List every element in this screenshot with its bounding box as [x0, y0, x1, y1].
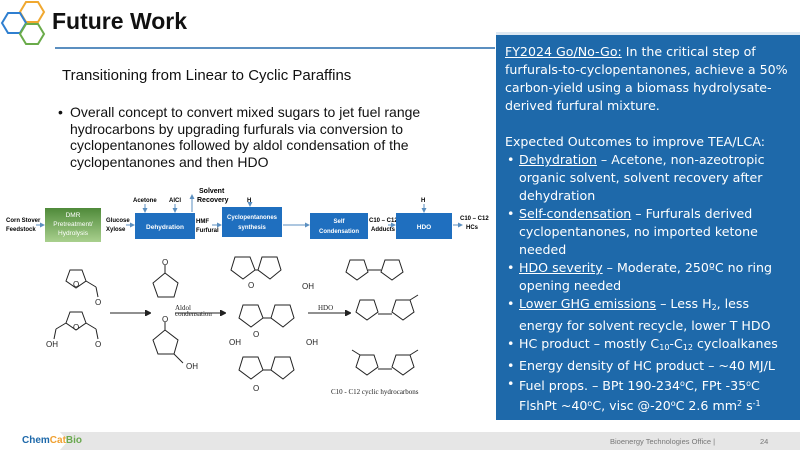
svg-text:OH: OH: [306, 338, 318, 347]
svg-text:Hydrolysis: Hydrolysis: [58, 230, 89, 237]
svg-text:O: O: [248, 281, 254, 290]
svg-text:Condensation: Condensation: [319, 229, 359, 235]
list-item: Fuel props. – BPt 190-234oC, FPt -35oC F…: [505, 375, 792, 415]
svg-text:Furfural: Furfural: [196, 228, 219, 234]
svg-text:condensation: condensation: [175, 310, 212, 318]
svg-text:Glucose: Glucose: [106, 218, 130, 224]
chemcatbio-logo: ChemCatBio: [22, 435, 83, 446]
svg-text:H: H: [247, 198, 251, 204]
svg-text:HMF: HMF: [196, 219, 209, 225]
go-no-go-panel: FY2024 Go/No-Go: In the critical step of…: [496, 32, 800, 420]
hdo-label: HDO: [318, 304, 333, 312]
svg-text:OH: OH: [46, 340, 58, 349]
hydrocarbons-caption: C10 - C12 cyclic hydrocarbons: [331, 388, 419, 396]
svg-text:Cyclopentanones: Cyclopentanones: [227, 215, 278, 221]
svg-text:C10 – C12: C10 – C12: [460, 216, 489, 222]
list-item: Dehydration – Acetone, non-azeotropic or…: [505, 151, 792, 205]
concept-text: Overall concept to convert mixed sugars …: [70, 104, 421, 170]
gonogo-label: FY2024 Go/No-Go:: [505, 44, 622, 59]
footer-bar: [0, 432, 800, 450]
page-title: Future Work: [52, 8, 188, 34]
svg-text:DMR: DMR: [66, 212, 81, 219]
svg-text:O: O: [73, 280, 79, 289]
list-item: Self-condensation – Furfurals derived cy…: [505, 205, 792, 259]
svg-text:Dehydration: Dehydration: [146, 224, 184, 231]
list-item: Energy density of HC product – ~40 MJ/L: [505, 357, 792, 375]
svg-text:Recovery: Recovery: [197, 197, 229, 204]
list-item: HC product – mostly C10-C12 cycloalkanes: [505, 335, 792, 357]
svg-text:O: O: [95, 298, 101, 307]
cyclopentanones-box: [222, 207, 282, 237]
subtitle: Transitioning from Linear to Cyclic Para…: [62, 67, 352, 84]
svg-text:O: O: [162, 258, 168, 267]
svg-text:O: O: [253, 384, 259, 393]
svg-text:O: O: [73, 323, 79, 332]
svg-text:Acetone: Acetone: [133, 198, 157, 204]
page-number: 24: [760, 437, 769, 446]
list-item: Lower GHG emissions – Less H2, less ener…: [505, 295, 792, 335]
svg-text:OH: OH: [302, 282, 314, 291]
aldol-label: Aldol: [175, 304, 191, 312]
footer-logo-tab: [0, 432, 68, 450]
hydroxymethyl-cyclopentanone-molecule: [152, 329, 179, 355]
solvent-label: Solvent: [199, 188, 225, 195]
outcomes-list: Dehydration – Acetone, non-azeotropic or…: [505, 151, 792, 415]
svg-text:O: O: [95, 340, 101, 349]
svg-text:HCs: HCs: [466, 225, 479, 231]
dehydration-box: [135, 213, 195, 239]
logo-hexagons-icon: [0, 0, 46, 45]
svg-text:HDO: HDO: [417, 224, 431, 231]
svg-text:C10 – C12: C10 – C12: [369, 218, 398, 224]
dmr-box: [45, 208, 101, 242]
svg-text:synthesis: synthesis: [238, 225, 266, 231]
svg-text:O: O: [162, 315, 168, 324]
office-label: Bioenergy Technologies Office |: [610, 437, 716, 446]
furfural-molecule: [65, 269, 87, 289]
svg-text:Feedstock: Feedstock: [6, 227, 36, 233]
svg-text:OH: OH: [186, 362, 198, 371]
svg-text:OH: OH: [229, 338, 241, 347]
outcomes-heading: Expected Outcomes to improve TEA/LCA:: [505, 134, 765, 149]
svg-text:H: H: [421, 198, 425, 204]
svg-text:Self: Self: [333, 219, 345, 225]
svg-text:Adducts: Adducts: [371, 227, 396, 233]
svg-text:Pretreatment/: Pretreatment/: [53, 221, 93, 228]
title-divider: [55, 47, 495, 49]
hdo-box: [396, 213, 452, 239]
hmf-molecule: [65, 311, 87, 331]
list-item: HDO severity – Moderate, 250ºC no ring o…: [505, 259, 792, 295]
concept-bullet: •Overall concept to convert mixed sugars…: [58, 104, 428, 170]
self-condensation-box: [310, 213, 368, 239]
cyclopentanone-molecule: [152, 272, 179, 298]
svg-text:AlCl: AlCl: [169, 198, 181, 204]
process-flow-diagram: Corn Stover Feedstock DMR Pretreatment/Hy…: [6, 188, 489, 242]
svg-text:Xylose: Xylose: [106, 227, 126, 233]
svg-text:O: O: [253, 330, 259, 339]
feed-label: Corn Stover: [6, 218, 41, 224]
